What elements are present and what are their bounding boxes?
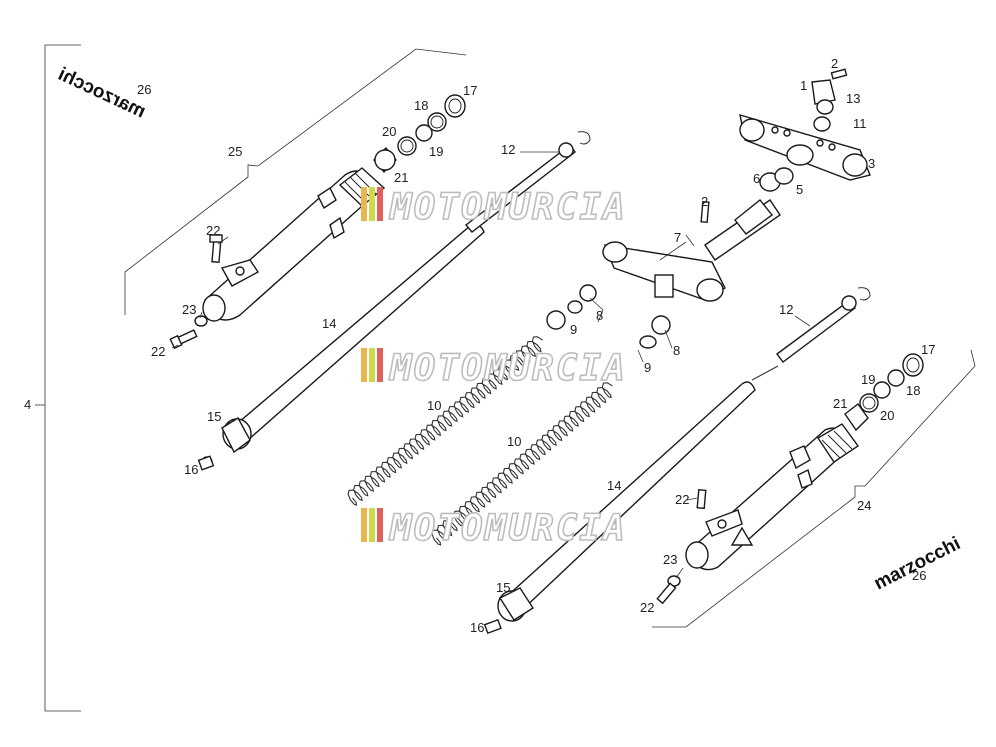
callout-18: 18 xyxy=(906,383,920,398)
right-group-bracket xyxy=(652,349,976,628)
callout-20: 20 xyxy=(880,408,894,423)
callout-15: 15 xyxy=(207,409,221,424)
callout-15: 15 xyxy=(496,580,510,595)
callout-22: 22 xyxy=(206,223,220,238)
right-small-parts xyxy=(656,489,707,605)
assembly-bracket: 4 xyxy=(24,44,81,712)
top-clamp-parts xyxy=(811,68,848,132)
callout-23: 23 xyxy=(663,552,677,567)
brand-label-right: marzocchi xyxy=(871,533,964,594)
callout-8: 8 xyxy=(673,343,680,358)
left-inner-tube xyxy=(197,224,485,471)
upper-triple-clamp xyxy=(739,114,871,192)
watermark-bottom: MOTOMURCIA xyxy=(361,507,627,550)
callout-18: 18 xyxy=(414,98,428,113)
callout-22: 22 xyxy=(151,344,165,359)
callout-assembly: 4 xyxy=(24,397,31,412)
callout-1: 1 xyxy=(800,78,807,93)
callout-2: 2 xyxy=(831,56,838,71)
callout-10: 10 xyxy=(507,434,521,449)
callout-11: 11 xyxy=(853,116,867,131)
callout-23: 23 xyxy=(182,302,196,317)
right-spring xyxy=(431,382,613,546)
brand-label-left: marzocchi xyxy=(55,64,149,123)
left-group-bracket xyxy=(124,48,467,315)
callout-22: 22 xyxy=(640,600,654,615)
lower-triple-clamp xyxy=(602,199,781,302)
callout-7: 7 xyxy=(674,230,681,245)
left-spring xyxy=(347,336,543,506)
callout-24: 24 xyxy=(857,498,871,513)
callout-14: 14 xyxy=(607,478,621,493)
watermark-text-middle: MOTOMURCIA xyxy=(389,348,627,389)
callout-13: 13 xyxy=(846,91,860,106)
leader-lines xyxy=(171,151,811,579)
callout-6: 6 xyxy=(753,171,760,186)
left-small-parts xyxy=(169,234,223,350)
callout-26: 26 xyxy=(137,82,151,97)
watermark-text-bottom: MOTOMURCIA xyxy=(389,508,627,549)
callout-12: 12 xyxy=(501,142,515,157)
callout-16: 16 xyxy=(470,620,484,635)
callout-12: 12 xyxy=(779,302,793,317)
center-spacers xyxy=(546,284,671,349)
callout-22: 22 xyxy=(675,492,689,507)
callout-9: 9 xyxy=(570,322,577,337)
callout-21: 21 xyxy=(394,170,408,185)
right-axle-hole xyxy=(685,541,709,569)
callout-19: 19 xyxy=(429,144,443,159)
callout-20: 20 xyxy=(382,124,396,139)
callout-10: 10 xyxy=(427,398,441,413)
left-damper-rod xyxy=(464,131,591,233)
right-seals xyxy=(844,353,924,432)
right-inner-tube xyxy=(483,381,756,635)
left-axle-hole xyxy=(202,294,226,322)
callout-19: 19 xyxy=(861,372,875,387)
callout-3: 3 xyxy=(868,156,875,171)
watermark-text-top: MOTOMURCIA xyxy=(389,187,627,228)
callout-17: 17 xyxy=(463,83,477,98)
callout-14: 14 xyxy=(322,316,336,331)
callout-8: 8 xyxy=(596,308,603,323)
left-seals xyxy=(373,94,466,174)
watermark-top: MOTOMURCIA xyxy=(361,186,627,229)
callout-labels: 1 2 2 3 5 6 7 8 8 9 9 10 10 11 12 12 13 … xyxy=(137,56,935,635)
callout-21: 21 xyxy=(833,396,847,411)
right-fork-slider xyxy=(685,423,859,571)
callout-5: 5 xyxy=(796,182,803,197)
callout-26: 26 xyxy=(912,568,926,583)
callout-25: 25 xyxy=(228,144,242,159)
callout-2: 2 xyxy=(701,194,708,209)
callout-16: 16 xyxy=(184,462,198,477)
right-damper-rod xyxy=(751,287,871,381)
callout-17: 17 xyxy=(921,342,935,357)
callout-9: 9 xyxy=(644,360,651,375)
watermark-middle: MOTOMURCIA xyxy=(361,347,627,390)
left-fork-slider xyxy=(202,167,386,322)
